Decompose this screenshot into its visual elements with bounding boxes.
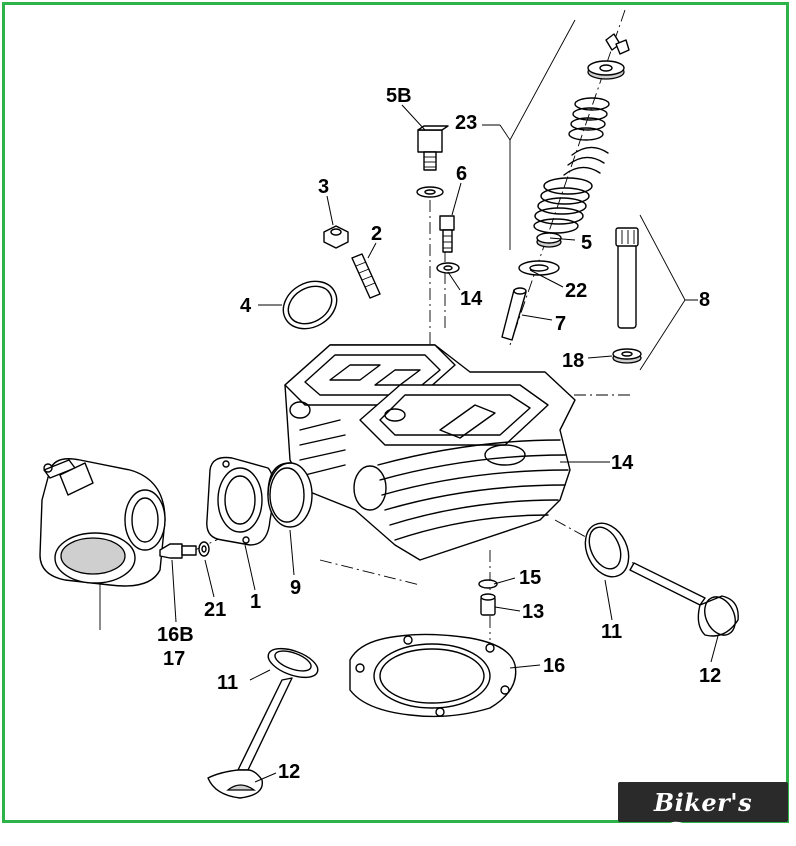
callout-16: 16 bbox=[543, 655, 565, 677]
callout-3: 3 bbox=[318, 176, 329, 198]
callout-21: 21 bbox=[204, 599, 226, 621]
callout-17: 17 bbox=[163, 648, 185, 670]
nut-and-stud bbox=[323, 225, 381, 299]
callout-5b: 5B bbox=[386, 85, 412, 107]
diagram-border bbox=[2, 2, 789, 823]
callout-9: 9 bbox=[290, 577, 301, 599]
rocker-gasket bbox=[282, 280, 338, 330]
callout-11-left: 11 bbox=[217, 672, 238, 694]
valve-spring-assembly bbox=[499, 33, 630, 276]
intake-valve bbox=[207, 647, 319, 799]
leader-lines bbox=[171, 104, 719, 783]
bikers-store-logo: Biker's Store bbox=[618, 782, 788, 846]
intake-manifold bbox=[39, 458, 166, 587]
intake-seal bbox=[267, 462, 313, 528]
callout-11-right: 11 bbox=[601, 621, 622, 643]
callout-1: 1 bbox=[250, 591, 261, 613]
callout-15: 15 bbox=[519, 567, 541, 589]
callout-4: 4 bbox=[240, 295, 252, 317]
callout-13: 13 bbox=[522, 601, 544, 623]
valve-guide bbox=[501, 287, 527, 341]
callout-8: 8 bbox=[699, 289, 710, 311]
bolt-5b bbox=[416, 125, 449, 198]
store-name: Biker's Store bbox=[653, 788, 753, 846]
dowel-pin bbox=[478, 579, 498, 616]
callout-6: 6 bbox=[456, 163, 467, 185]
callout-2: 2 bbox=[371, 223, 382, 245]
bolt-6 bbox=[436, 215, 460, 274]
cylinder-head bbox=[284, 344, 576, 561]
bolt-16b bbox=[159, 541, 210, 559]
exhaust-valve bbox=[584, 522, 739, 637]
callout-22: 22 bbox=[565, 280, 587, 302]
callout-18: 18 bbox=[562, 350, 584, 372]
callout-14-top: 14 bbox=[460, 288, 483, 310]
head-gasket bbox=[349, 633, 517, 718]
pushrod-bolt bbox=[612, 227, 642, 364]
callout-12-right: 12 bbox=[699, 665, 721, 687]
callout-23: 23 bbox=[455, 112, 477, 134]
callout-16b: 16B bbox=[157, 624, 194, 646]
callout-12-left: 12 bbox=[278, 761, 300, 783]
callout-14-head: 14 bbox=[611, 452, 634, 474]
callout-7: 7 bbox=[555, 313, 566, 335]
intake-flange bbox=[206, 456, 275, 546]
callout-5: 5 bbox=[581, 232, 592, 254]
callout-labels: 5B 23 3 6 2 5 4 14 22 8 7 18 14 9 1 21 1… bbox=[157, 85, 721, 783]
